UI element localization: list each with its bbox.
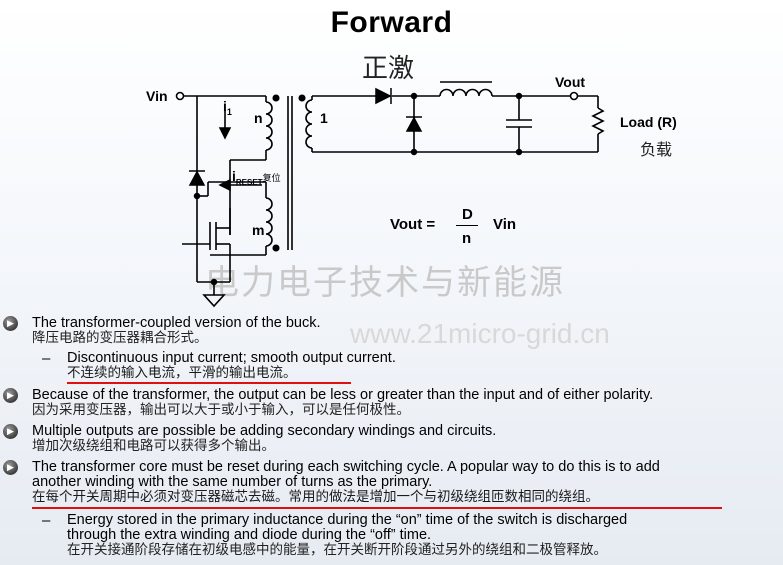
load-resistor — [591, 107, 605, 135]
i1-arrow — [218, 127, 232, 140]
freewheel-diode — [405, 116, 423, 132]
vin-label: Vin — [146, 88, 168, 104]
dot-secondary — [298, 94, 306, 102]
bullet-icon: ▶ — [3, 388, 18, 403]
dot-reset — [272, 244, 280, 252]
primary-winding — [265, 101, 273, 151]
reset-diode — [188, 170, 206, 186]
i1-label: i1 — [223, 98, 232, 117]
load-label: Load (R) — [620, 114, 677, 130]
ground-symbol — [202, 294, 226, 308]
vin-terminal — [175, 91, 185, 101]
bullet-2: Because of the transformer, the output c… — [32, 387, 654, 418]
dash-1: – — [42, 350, 51, 367]
one-label: 1 — [320, 110, 328, 126]
bullet-4: The transformer core must be reset durin… — [32, 459, 660, 505]
underline-2 — [32, 507, 722, 509]
bullet-icon: ▶ — [3, 460, 18, 475]
ireset-label: iRESET复位 — [232, 168, 281, 187]
secondary-winding — [305, 99, 313, 149]
ireset-arrow — [218, 178, 231, 192]
load-label-cn: 负载 — [640, 140, 673, 159]
underline-1 — [67, 382, 351, 384]
rectifier-diode — [375, 87, 392, 105]
bullet-1: The transformer-coupled version of the b… — [32, 315, 321, 346]
vout-label: Vout — [555, 74, 586, 90]
sub-bullet-2: Energy stored in the primary inductance … — [67, 512, 628, 558]
bullet-icon: ▶ — [3, 316, 18, 331]
forward-converter-schematic — [175, 81, 605, 308]
watermark-cn: 电力电子技术与新能源 — [205, 263, 565, 303]
slide-title: Forward — [330, 6, 453, 39]
sub-bullet-1: Discontinuous input current; smooth outp… — [67, 350, 396, 381]
slide-title-cn: 正激 — [362, 54, 415, 84]
reset-winding — [265, 197, 273, 247]
dot-primary — [272, 94, 280, 102]
vout-terminal — [569, 91, 579, 101]
watermark-url: www.21micro-grid.cn — [350, 318, 610, 349]
dash-2: – — [42, 512, 51, 529]
bullet-icon: ▶ — [3, 424, 18, 439]
n-label: n — [254, 110, 263, 126]
output-inductor — [439, 88, 493, 97]
bullet-3: Multiple outputs are possible be adding … — [32, 423, 497, 454]
m-label: m — [252, 222, 265, 238]
